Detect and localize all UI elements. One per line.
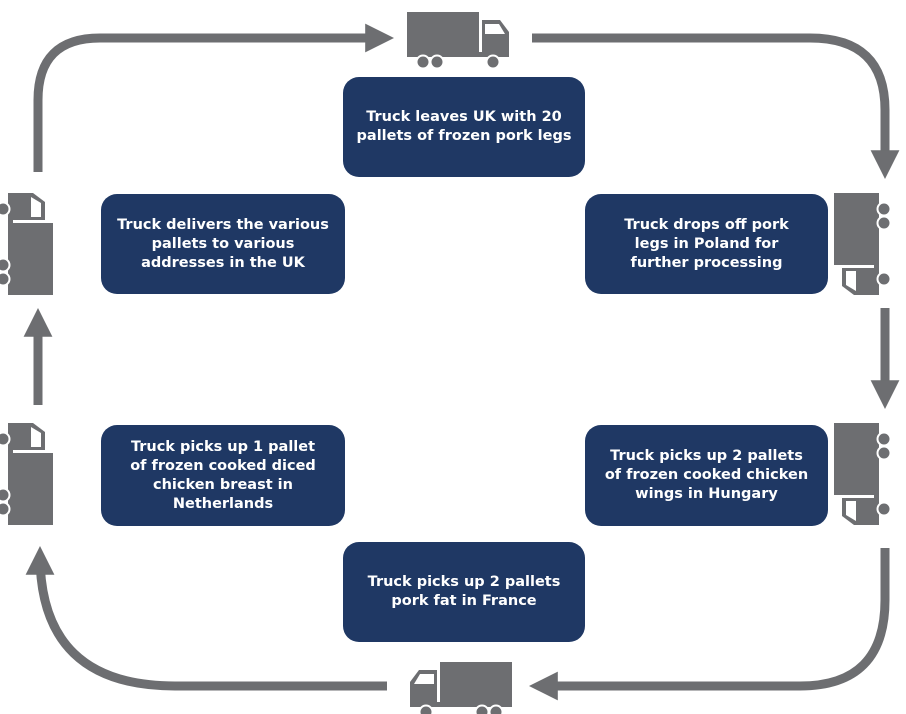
step-uk-delivery: Truck delivers the various pallets to va… bbox=[101, 194, 345, 294]
loop-arrows bbox=[23, 23, 900, 701]
truck-icon bbox=[833, 422, 892, 526]
step-hungary: Truck picks up 2 pallets of frozen cooke… bbox=[585, 425, 828, 526]
arrow-icon bbox=[25, 546, 387, 691]
arrow-icon bbox=[33, 23, 394, 172]
arrow-icon bbox=[529, 548, 890, 701]
step-poland: Truck drops off pork legs in Poland for … bbox=[585, 194, 828, 294]
truck-icon bbox=[406, 11, 510, 70]
truck-icon bbox=[0, 422, 54, 526]
truck-icon bbox=[833, 192, 892, 296]
truck-icon bbox=[0, 192, 54, 296]
arrow-icon bbox=[532, 33, 900, 179]
truck-icon bbox=[409, 661, 513, 714]
step-uk-departure: Truck leaves UK with 20 pallets of froze… bbox=[343, 77, 585, 177]
step-france: Truck picks up 2 pallets pork fat in Fra… bbox=[343, 542, 585, 642]
step-netherlands: Truck picks up 1 pallet of frozen cooked… bbox=[101, 425, 345, 526]
